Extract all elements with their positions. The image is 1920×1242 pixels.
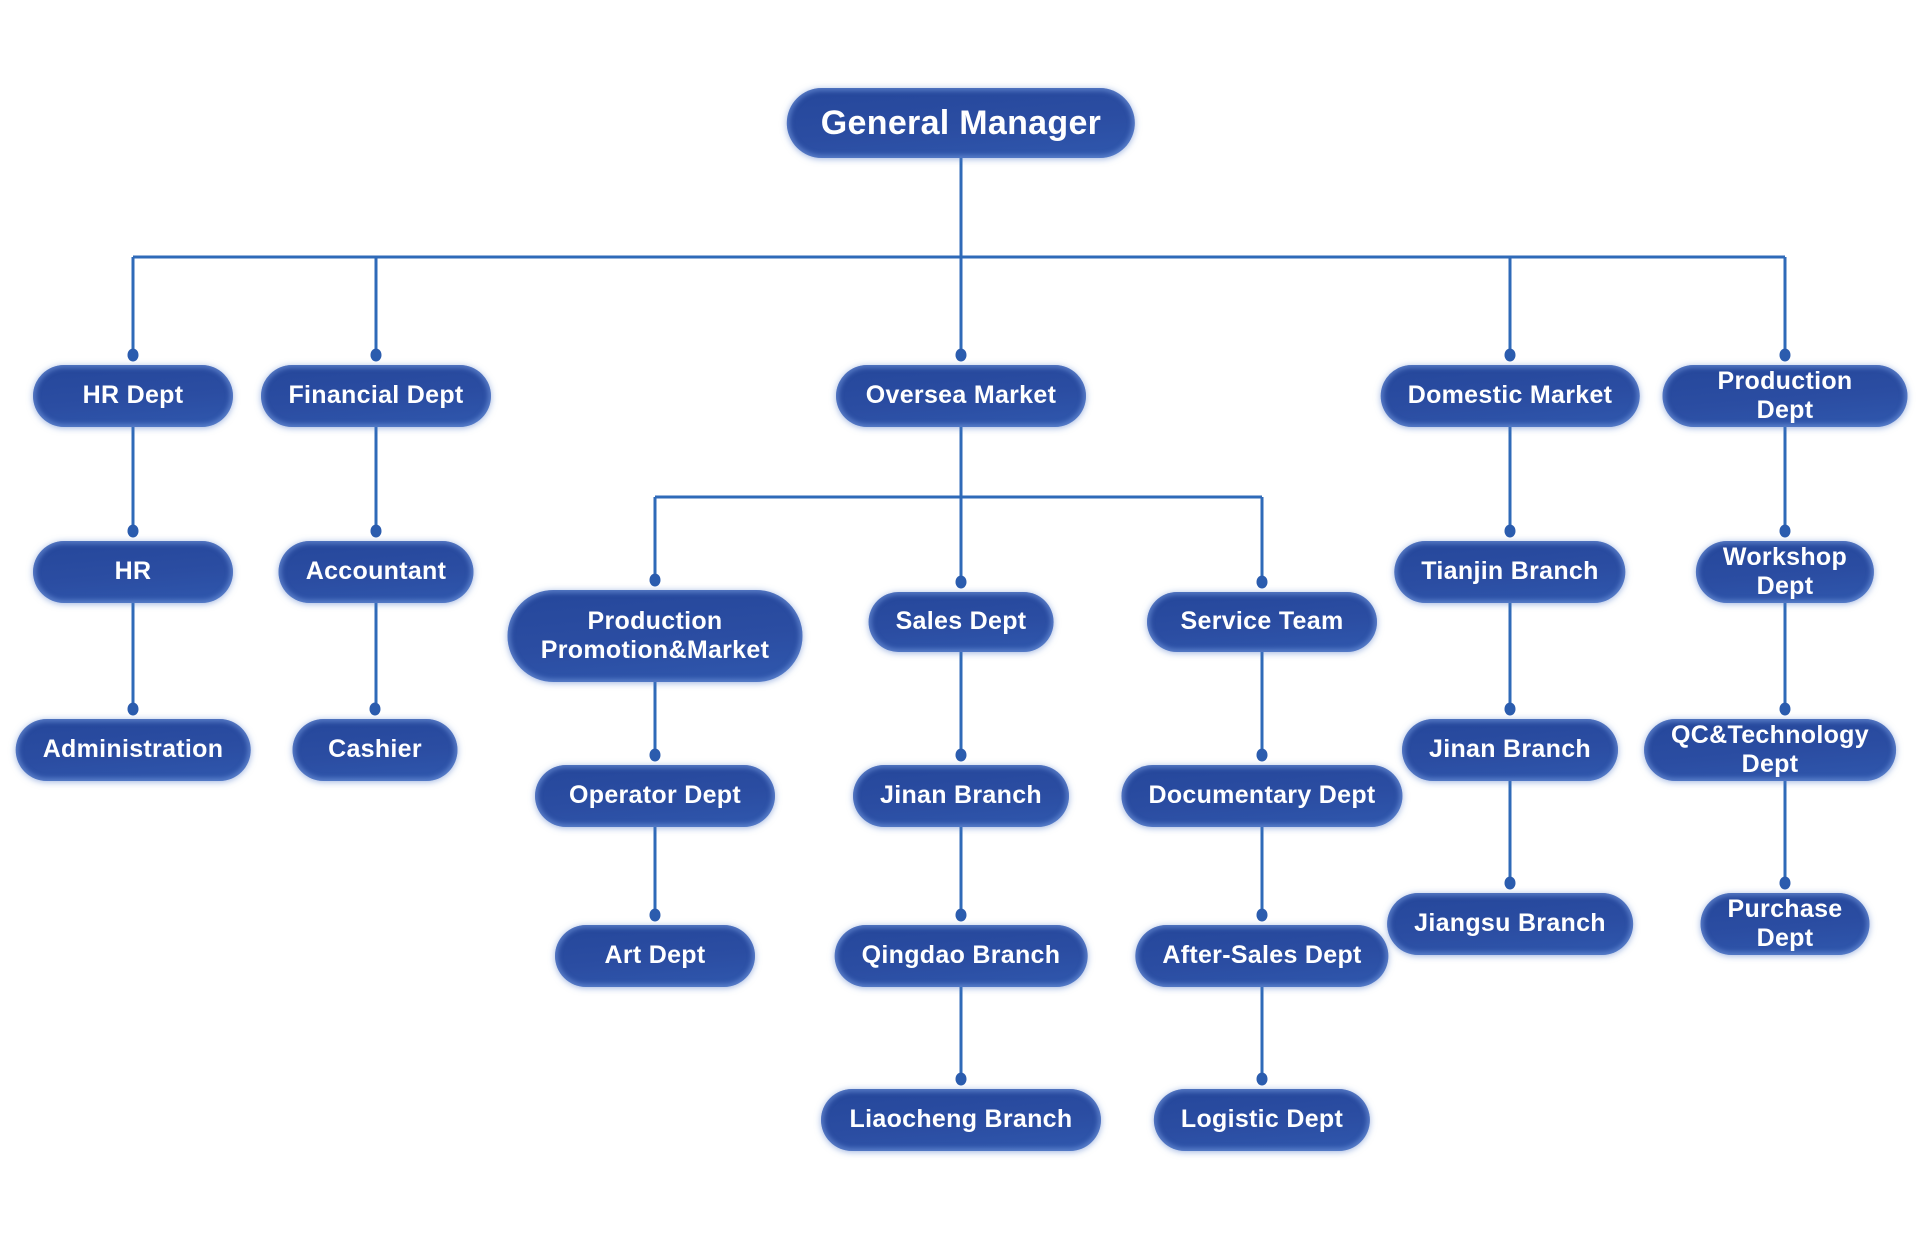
org-node-label: Production Dept (1717, 366, 1853, 425)
org-node-label: Jiangsu Branch (1414, 909, 1606, 938)
org-node-label: Workshop Dept (1722, 542, 1848, 601)
connector-dot (649, 573, 661, 587)
org-node-operator-dept: Operator Dept (535, 765, 775, 827)
org-node-accountant: Accountant (278, 541, 474, 603)
org-node-label: General Manager (820, 103, 1102, 142)
connector-dot (955, 908, 967, 922)
org-node-jinan-branch-oversea: Jinan Branch (853, 765, 1069, 827)
org-node-logistic-dept: Logistic Dept (1153, 1089, 1371, 1151)
connector-dot (955, 1072, 967, 1086)
connector-dot (127, 524, 139, 538)
org-node-production-promotion-market: Production Promotion&Market (507, 590, 803, 682)
org-node-label: Administration (42, 735, 224, 764)
connector-dot (955, 748, 967, 762)
connector-dot (955, 575, 967, 589)
org-node-label: Sales Dept (895, 607, 1027, 636)
connector-dot (1504, 524, 1516, 538)
org-node-label: Production Promotion&Market (540, 606, 770, 665)
org-node-hr: HR (33, 541, 233, 603)
org-node-domestic-market: Domestic Market (1380, 365, 1640, 427)
org-node-label: Accountant (305, 557, 447, 586)
connector-dot (1504, 348, 1516, 362)
org-node-art-dept: Art Dept (555, 925, 755, 987)
org-node-workshop-dept: Workshop Dept (1695, 541, 1875, 603)
org-node-tianjin-branch: Tianjin Branch (1394, 541, 1626, 603)
org-node-label: Tianjin Branch (1421, 557, 1599, 586)
org-node-label: Qingdao Branch (861, 941, 1061, 970)
org-node-label: Domestic Market (1407, 381, 1613, 410)
org-node-financial-dept: Financial Dept (261, 365, 491, 427)
org-node-jiangsu-branch: Jiangsu Branch (1387, 893, 1633, 955)
connector-dot (649, 748, 661, 762)
org-node-hr-dept: HR Dept (33, 365, 233, 427)
org-node-purchase-dept: Purchase Dept (1700, 893, 1870, 955)
org-node-production-dept: Production Dept (1662, 365, 1908, 427)
connector-dot (370, 348, 382, 362)
connector-dot (955, 348, 967, 362)
org-node-jinan-branch-domestic: Jinan Branch (1402, 719, 1618, 781)
org-node-cashier: Cashier (292, 719, 458, 781)
org-node-qc-technology-dept: QC&Technology Dept (1644, 719, 1896, 781)
org-node-label: Purchase Dept (1727, 894, 1843, 953)
connector-dot (1779, 876, 1791, 890)
org-node-label: Service Team (1180, 607, 1344, 636)
connector-dot (127, 702, 139, 716)
org-node-label: After-Sales Dept (1162, 941, 1362, 970)
org-node-label: Art Dept (604, 941, 706, 970)
connector-dot (1256, 1072, 1268, 1086)
connector-dot (649, 908, 661, 922)
org-node-liaocheng-branch: Liaocheng Branch (821, 1089, 1101, 1151)
org-node-service-team: Service Team (1147, 592, 1377, 652)
org-node-label: Logistic Dept (1180, 1105, 1344, 1134)
connector-dot (1504, 702, 1516, 716)
connector-dot (1779, 524, 1791, 538)
connector-dot (1256, 575, 1268, 589)
connector-dot (127, 348, 139, 362)
org-node-label: Jinan Branch (880, 781, 1042, 810)
org-node-label: Cashier (328, 735, 422, 764)
org-node-administration: Administration (15, 719, 251, 781)
org-node-label: Financial Dept (288, 381, 464, 410)
connector-dot (1504, 876, 1516, 890)
org-node-label: Oversea Market (865, 381, 1057, 410)
org-node-label: Documentary Dept (1148, 781, 1376, 810)
org-node-label: Operator Dept (569, 781, 741, 810)
org-node-after-sales-dept: After-Sales Dept (1135, 925, 1389, 987)
org-node-label: HR Dept (82, 381, 184, 410)
org-node-documentary-dept: Documentary Dept (1121, 765, 1403, 827)
org-node-oversea-market: Oversea Market (836, 365, 1086, 427)
connector-dot (1256, 908, 1268, 922)
org-node-general-manager: General Manager (786, 88, 1136, 158)
org-node-qingdao-branch: Qingdao Branch (834, 925, 1088, 987)
connector-dot (369, 702, 381, 716)
connector-dot (1256, 748, 1268, 762)
org-node-label: Liaocheng Branch (849, 1105, 1073, 1134)
org-node-label: Jinan Branch (1429, 735, 1591, 764)
connector-dot (370, 524, 382, 538)
connector-dot (1779, 348, 1791, 362)
org-node-label: QC&Technology Dept (1671, 720, 1869, 779)
connector-dot (1779, 702, 1791, 716)
org-node-sales-dept: Sales Dept (868, 592, 1054, 652)
org-node-label: HR (114, 557, 152, 586)
